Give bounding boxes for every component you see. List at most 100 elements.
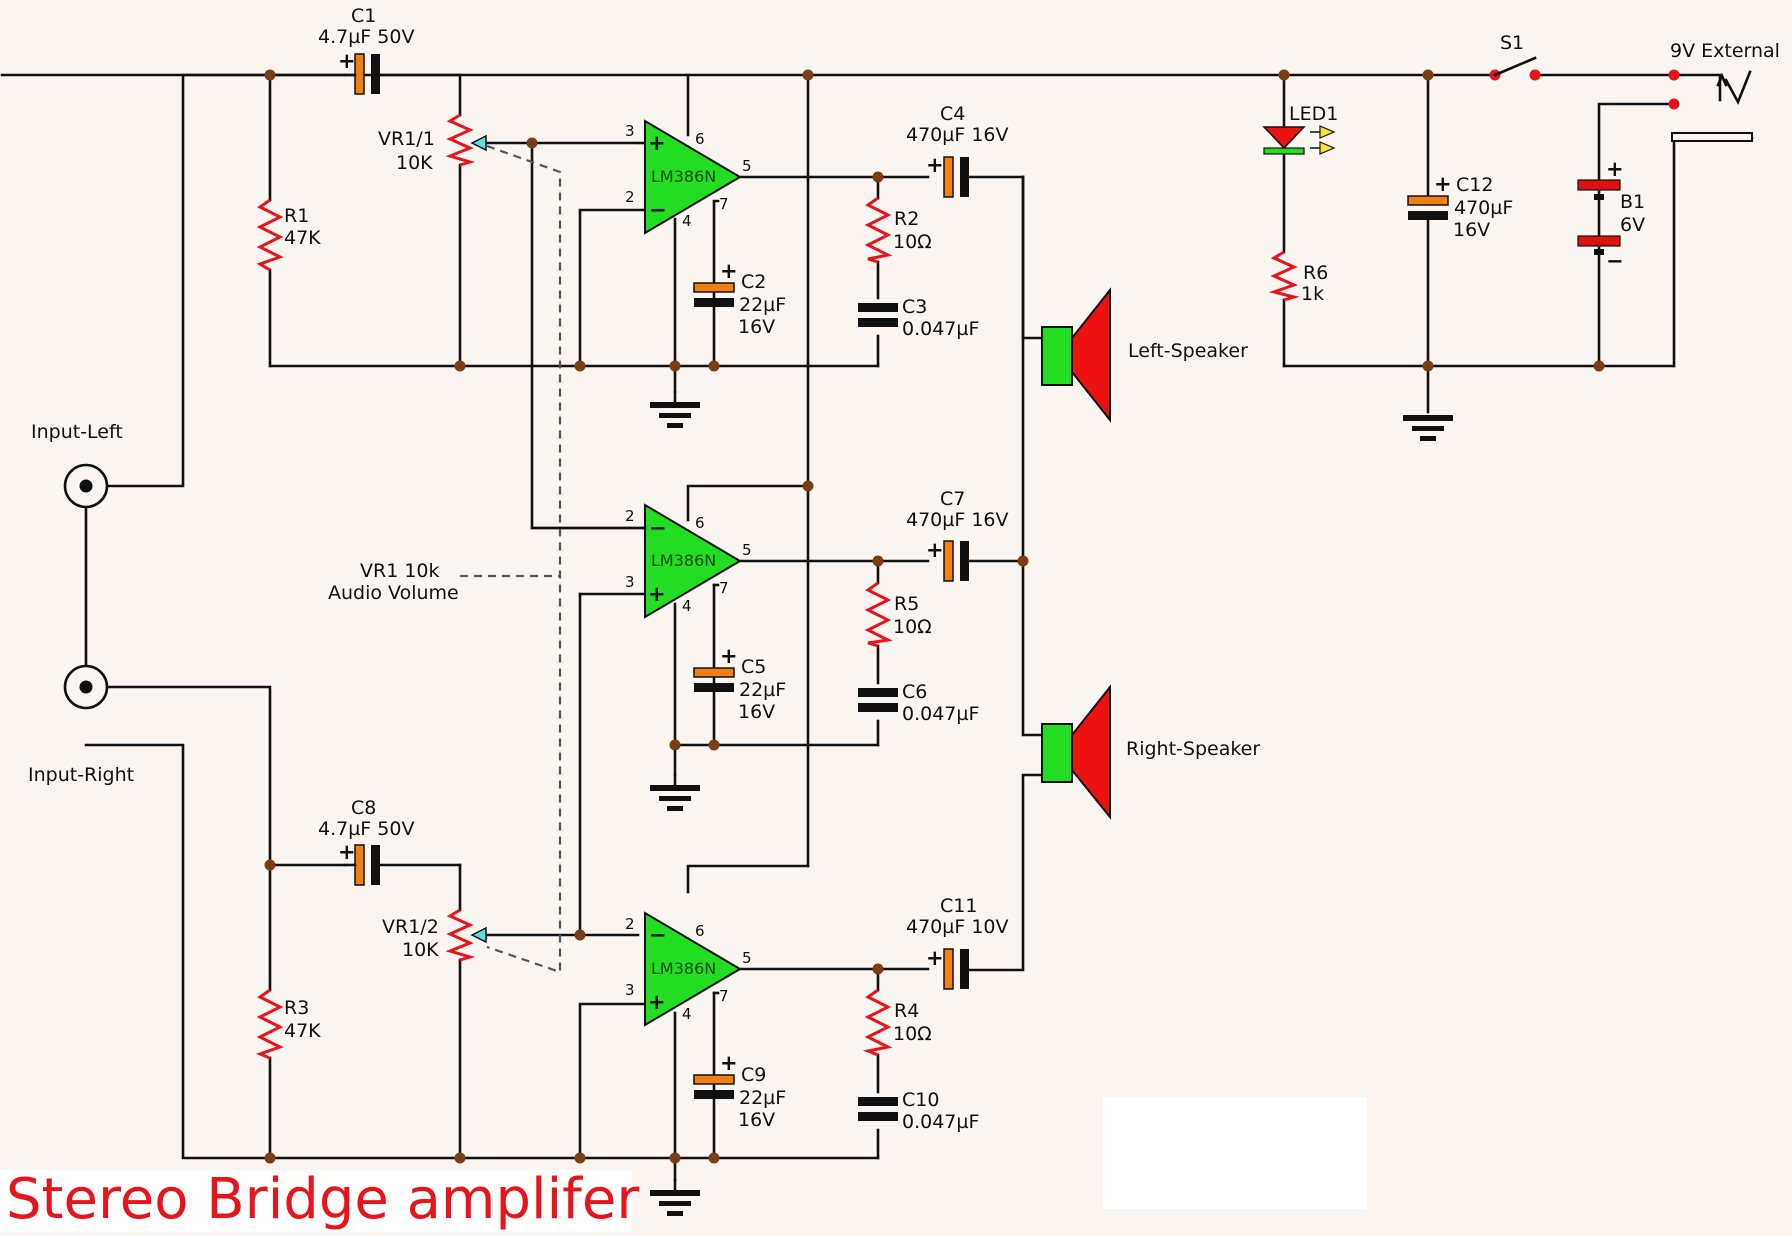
input-right-label: Input-Right	[28, 764, 134, 786]
svg-text:C8: C8	[351, 797, 376, 819]
svg-text:−: −	[649, 516, 667, 540]
svg-text:10K: 10K	[402, 939, 439, 961]
svg-text:R4: R4	[894, 1000, 919, 1022]
junctions	[264, 69, 1680, 1164]
capacitor-c6: C6 0.047µF	[858, 681, 979, 725]
svg-text:R5: R5	[894, 593, 919, 615]
svg-text:C1: C1	[351, 5, 376, 27]
svg-text:C3: C3	[902, 296, 927, 318]
svg-text:+: +	[648, 990, 666, 1014]
title-backdrop	[0, 1170, 632, 1232]
svg-text:Audio Volume: Audio Volume	[328, 582, 459, 604]
svg-text:4.7µF 50V: 4.7µF 50V	[318, 818, 414, 840]
svg-text:+: +	[720, 1051, 738, 1075]
svg-text:C6: C6	[902, 681, 927, 703]
svg-text:6: 6	[695, 514, 705, 532]
svg-text:C11: C11	[940, 895, 977, 917]
svg-text:+: +	[648, 582, 666, 606]
svg-text:VR1/2: VR1/2	[382, 916, 439, 938]
svg-text:470µF 16V: 470µF 16V	[906, 509, 1009, 531]
potentiometer-vr1-2: VR1/2 10K	[382, 908, 487, 962]
svg-text:+: +	[926, 153, 944, 177]
svg-text:R1: R1	[284, 205, 309, 227]
svg-text:S1: S1	[1500, 32, 1524, 54]
svg-text:+: +	[648, 131, 666, 155]
resistor-r2: R2 10Ω	[864, 196, 932, 264]
resistor-r1: R1 47K	[256, 198, 321, 272]
svg-text:5: 5	[742, 541, 752, 559]
ground-symbol-ch1	[650, 390, 700, 428]
svg-text:+: +	[338, 840, 356, 864]
svg-text:2: 2	[625, 188, 635, 206]
svg-text:16V: 16V	[1453, 219, 1490, 241]
svg-text:1k: 1k	[1301, 283, 1324, 305]
amplifier-ic-2: − + LM386N 2 3 6 5 7 4	[530, 503, 752, 619]
capacitor-c7: + C7 470µF 16V	[906, 488, 1009, 582]
amplifier-ic-3: − + LM386N 2 3 6 5 7 4	[625, 911, 752, 1027]
svg-text:16V: 16V	[738, 701, 775, 723]
svg-text:C2: C2	[741, 271, 766, 293]
svg-text:+: +	[1606, 157, 1624, 181]
svg-text:10Ω: 10Ω	[893, 616, 932, 638]
svg-text:2: 2	[625, 915, 635, 933]
svg-text:3: 3	[625, 573, 635, 591]
svg-text:R2: R2	[894, 208, 919, 230]
capacitor-c10: C10 0.047µF	[858, 1089, 979, 1133]
external-power-label: 9V External	[1670, 40, 1780, 62]
svg-text:C9: C9	[741, 1064, 766, 1086]
svg-text:C12: C12	[1456, 174, 1493, 196]
svg-text:LED1: LED1	[1289, 103, 1338, 125]
svg-text:LM386N: LM386N	[651, 959, 716, 978]
svg-text:+: +	[338, 49, 356, 73]
svg-text:47K: 47K	[284, 1020, 321, 1042]
page-title: Stereo Bridge amplifer	[6, 1167, 640, 1232]
right-speaker: Right-Speaker	[1041, 684, 1260, 820]
svg-text:5: 5	[742, 949, 752, 967]
svg-text:4: 4	[682, 597, 692, 615]
ground-symbol-supply	[1403, 415, 1453, 441]
svg-text:LM386N: LM386N	[651, 551, 716, 570]
capacitor-c9: + C9 22µF 16V	[693, 1051, 786, 1131]
svg-text:R3: R3	[284, 997, 309, 1019]
volume-note: VR1 10k Audio Volume	[328, 560, 459, 604]
capacitor-c2: + C2 22µF 16V	[693, 259, 786, 338]
left-speaker-label: Left-Speaker	[1128, 340, 1248, 362]
svg-text:−: −	[649, 198, 667, 222]
svg-text:7: 7	[719, 987, 729, 1005]
input-left-label: Input-Left	[31, 421, 123, 443]
ground-symbol-ch3	[650, 1178, 700, 1216]
svg-text:+: +	[926, 946, 944, 970]
svg-text:6: 6	[695, 922, 705, 940]
svg-text:16V: 16V	[738, 1109, 775, 1131]
svg-text:R6: R6	[1303, 262, 1328, 284]
svg-text:3: 3	[625, 981, 635, 999]
svg-text:+: +	[926, 538, 944, 562]
battery-b1: + − B1 6V	[1577, 157, 1645, 273]
input-left-jack: Input-Left	[31, 421, 123, 509]
resistor-r4: R4 10Ω	[862, 988, 932, 1057]
svg-text:LM386N: LM386N	[651, 167, 716, 186]
svg-text:6: 6	[695, 130, 705, 148]
svg-text:22µF: 22µF	[739, 679, 786, 701]
svg-text:470µF 16V: 470µF 16V	[906, 124, 1009, 146]
amplifier-ic-1: + − LM386N 3 2 6 5 7 4	[625, 119, 752, 235]
svg-text:B1: B1	[1620, 191, 1645, 213]
svg-text:C7: C7	[940, 488, 965, 510]
input-right-jack: Input-Right	[28, 664, 134, 786]
capacitor-c8: + C8 4.7µF 50V	[318, 797, 414, 886]
svg-text:7: 7	[719, 195, 729, 213]
capacitor-c12: + C12 470µF 16V	[1407, 172, 1513, 241]
svg-text:C5: C5	[741, 656, 766, 678]
svg-text:VR1/1: VR1/1	[378, 128, 435, 150]
resistor-r5: R5 10Ω	[864, 581, 932, 648]
svg-text:10Ω: 10Ω	[893, 231, 932, 253]
capacitor-c5: + C5 22µF 16V	[693, 644, 786, 723]
svg-text:3: 3	[625, 122, 635, 140]
blank-patch	[1103, 1097, 1367, 1209]
led1: LED1	[1262, 103, 1338, 155]
svg-text:470µF: 470µF	[1454, 197, 1513, 219]
svg-text:22µF: 22µF	[739, 294, 786, 316]
svg-text:−: −	[649, 923, 667, 947]
